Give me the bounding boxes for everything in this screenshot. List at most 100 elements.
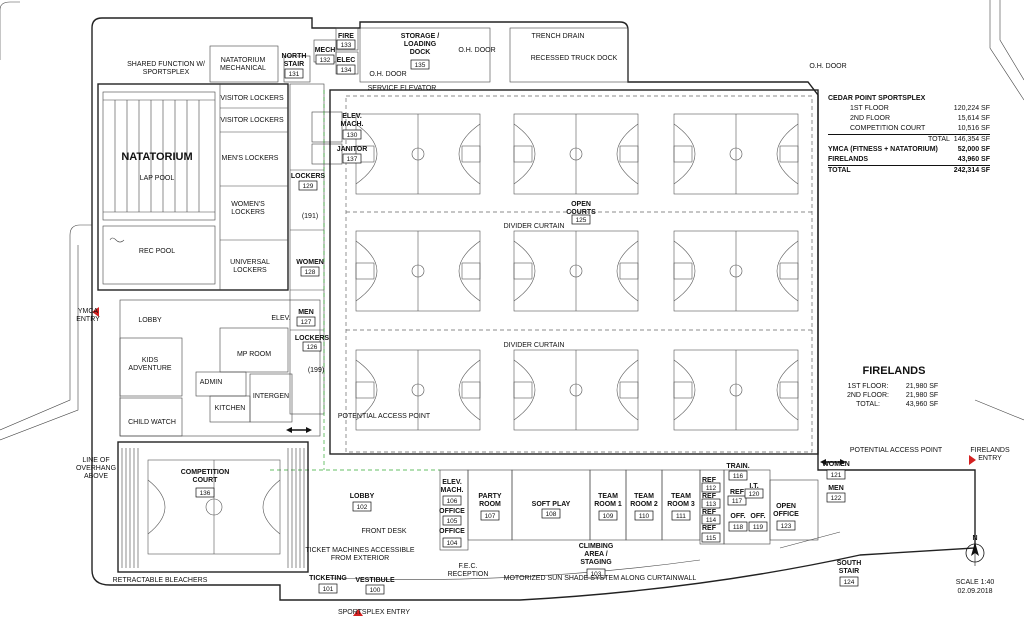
- potential-access-arrow-west: [286, 427, 312, 433]
- site-line: [0, 1, 20, 60]
- summary-title: CEDAR POINT SPORTSPLEX: [828, 95, 926, 102]
- lobby-num-box: 102: [352, 501, 372, 512]
- lap-pool-label: LAP POOL: [140, 175, 175, 182]
- natatorium-block: [97, 83, 289, 291]
- it-num: 120: [749, 491, 760, 498]
- summary-row-value: 10,516 SF: [957, 125, 990, 132]
- firelands-area-value: 21,980 SF: [906, 392, 938, 399]
- summary-subtotal-label: TOTAL: [928, 136, 950, 143]
- elev-label: ELEV.: [271, 315, 290, 322]
- south-stair-num-box: 124: [839, 576, 859, 587]
- court-boundary: [345, 95, 813, 453]
- team-room-1-num-box: 109: [598, 510, 618, 521]
- basketball-court: [355, 349, 481, 431]
- ref-114-num-box: 114: [701, 514, 721, 525]
- site-line-east: [974, 399, 1024, 421]
- kids-adventure-room: [119, 337, 183, 397]
- open-office-room: [769, 479, 819, 541]
- off-119-num-box: 119: [748, 521, 768, 532]
- lobby-num: 102: [357, 504, 368, 511]
- summary-total-label: TOTAL: [828, 167, 851, 174]
- office-105-num-box: 105: [442, 515, 462, 526]
- summary-row: COMPETITION COURT 10,516 SF: [828, 124, 990, 134]
- team-room-2-num: 110: [639, 513, 650, 520]
- storage-num-box: 135: [410, 59, 430, 70]
- elev-mach-num: 130: [347, 132, 358, 139]
- fire-room: [335, 27, 359, 51]
- lockers-1-sub-label: (191): [302, 213, 318, 220]
- basketball-court: [513, 230, 639, 312]
- retractable-bleachers-label: RETRACTABLE BLEACHERS: [113, 577, 208, 584]
- service-spine: [289, 83, 325, 415]
- summary-row-label: COMPETITION COURT: [850, 125, 926, 132]
- team-room-3-num-box: 111: [671, 510, 691, 521]
- fire-label: FIRE: [338, 33, 354, 40]
- summary-subtotal-value: 146,354 SF: [953, 136, 990, 143]
- train-num-box: 116: [728, 470, 748, 481]
- lockers-1-label: LOCKERS: [291, 173, 326, 180]
- janitor-num: 137: [347, 156, 358, 163]
- ref-112-num-box: 112: [701, 482, 721, 493]
- off-118-num-box: 118: [728, 521, 748, 532]
- fire-num: 133: [341, 42, 352, 49]
- north-stair-room: [283, 55, 311, 83]
- visitor-lockers-1-label: VISITOR LOCKERS: [220, 95, 284, 102]
- elev-mach-2-num: 106: [447, 498, 458, 505]
- north-stair-num-box: 131: [284, 68, 304, 79]
- ticketing-num: 101: [323, 586, 334, 593]
- ref-115-num-box: 115: [701, 532, 721, 543]
- sportsplex-entry-marker: [353, 609, 363, 616]
- firelands-label: FIRELANDS: [863, 365, 926, 377]
- firelands-entry-marker: [969, 455, 976, 465]
- open-office-num: 123: [781, 523, 792, 530]
- potential-access-2-label: POTENTIAL ACCESS POINT: [850, 447, 943, 454]
- men-num: 127: [301, 319, 312, 326]
- office-104-num-box: 104: [442, 537, 462, 548]
- child-watch-room: [119, 397, 183, 437]
- summary-firelands-label: FIRELANDS: [828, 156, 869, 163]
- north-arrow-label: N: [972, 535, 977, 542]
- men-122-num: 122: [831, 495, 842, 502]
- ref-117-num: 117: [732, 498, 743, 505]
- climbing-num-box: 103: [586, 568, 606, 579]
- north-arrow-icon: [965, 542, 985, 566]
- climbing-num: 103: [591, 571, 602, 578]
- site-line-west-2: [0, 245, 79, 441]
- women-num: 128: [305, 269, 316, 276]
- ref-117-num-box: 117: [727, 495, 747, 506]
- women-label: WOMEN: [296, 259, 324, 266]
- child-watch-label: CHILD WATCH: [128, 419, 176, 426]
- front-desk-label: FRONT DESK: [362, 528, 407, 535]
- curtainwall: [329, 559, 701, 580]
- ref-113-num-box: 113: [701, 498, 721, 509]
- rec-pool-label: REC POOL: [139, 248, 175, 255]
- firelands-area-label: 1ST FLOOR:: [848, 383, 889, 390]
- competition-court-num-box: 136: [195, 487, 215, 498]
- mech-num: 132: [320, 57, 331, 64]
- summary-ymca-value: 52,000 SF: [957, 146, 990, 153]
- vestibule-num-box: 100: [365, 584, 385, 595]
- bleachers-right: [287, 448, 305, 568]
- lockers-2-sub-label: (199): [308, 367, 324, 374]
- intergen-room: [249, 373, 293, 423]
- oh-door-2-label: O.H. DOOR: [458, 47, 495, 54]
- gymnasium: [329, 89, 819, 455]
- office-104-num: 104: [447, 540, 458, 547]
- visitor-lockers-2-label: VISITOR LOCKERS: [220, 117, 284, 124]
- ref-115-num: 115: [706, 535, 717, 542]
- women-121-num: 121: [831, 472, 842, 479]
